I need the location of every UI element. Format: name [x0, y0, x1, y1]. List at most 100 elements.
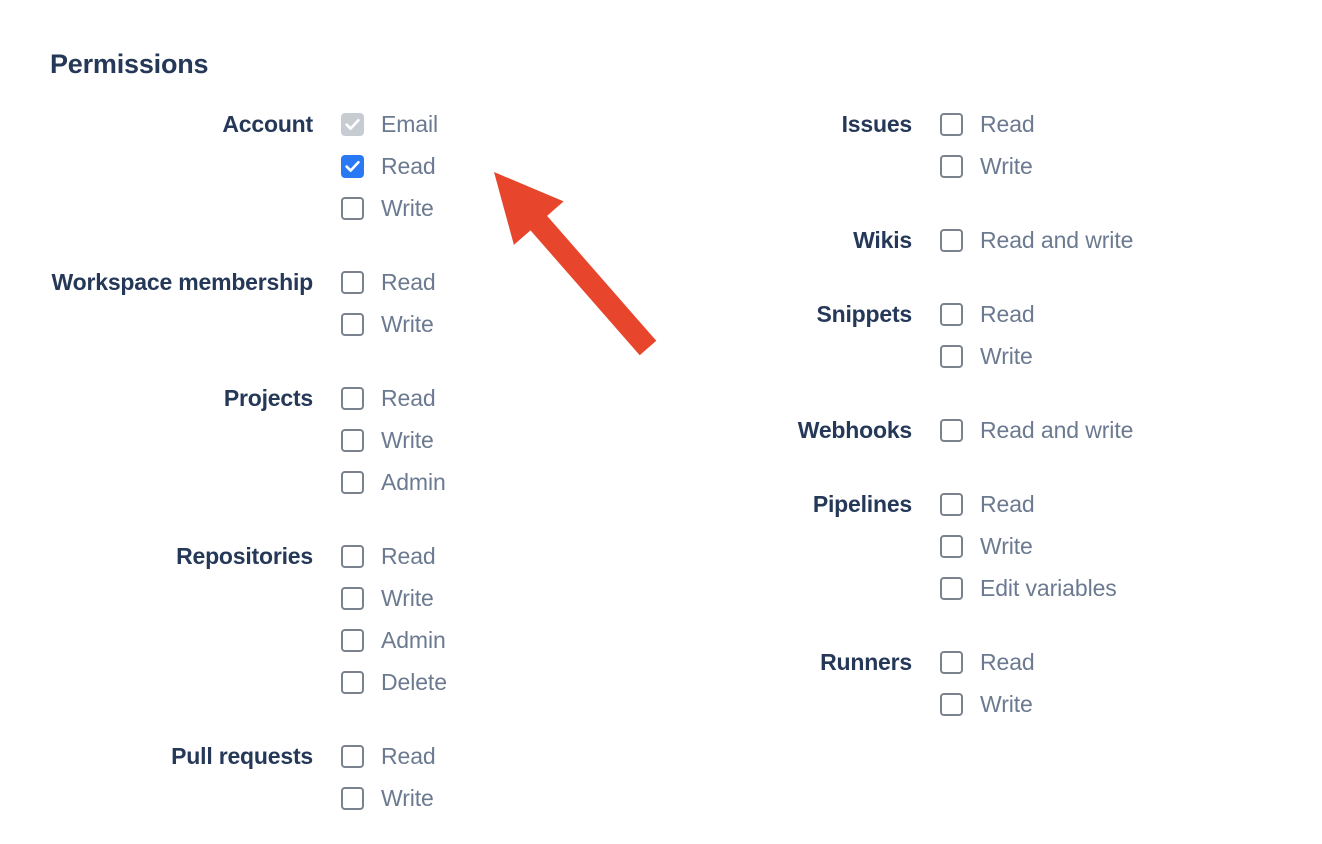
option-label-issues-write: Write — [980, 153, 1033, 179]
checkbox-repositories-admin[interactable] — [341, 628, 364, 652]
checkbox-pipelines-edit-variables[interactable] — [940, 576, 963, 600]
checkbox-projects-admin[interactable] — [341, 470, 364, 494]
option-row-workspace-membership-read[interactable]: Read — [341, 261, 620, 303]
option-row-snippets-read[interactable]: Read — [940, 293, 1300, 335]
option-row-repositories-admin[interactable]: Admin — [341, 619, 620, 661]
options-webhooks: Read and write — [940, 409, 1300, 451]
checkbox-pipelines-read[interactable] — [940, 492, 963, 516]
option-row-issues-read[interactable]: Read — [940, 103, 1300, 145]
group-label-repositories: Repositories — [176, 543, 313, 569]
option-row-pull-requests-write[interactable]: Write — [341, 777, 620, 819]
option-label-repositories-delete: Delete — [381, 669, 447, 695]
checkbox-pull-requests-read[interactable] — [341, 744, 364, 768]
checkbox-repositories-read[interactable] — [341, 544, 364, 568]
option-row-pipelines-read[interactable]: Read — [940, 483, 1300, 525]
option-row-runners-read[interactable]: Read — [940, 641, 1300, 683]
checkbox-pipelines-write[interactable] — [940, 534, 963, 558]
option-row-repositories-read[interactable]: Read — [341, 535, 620, 577]
group-label-snippets: Snippets — [816, 301, 912, 327]
option-label-pull-requests-read: Read — [381, 743, 436, 769]
option-label-runners-write: Write — [980, 691, 1033, 717]
checkbox-account-write[interactable] — [341, 196, 364, 220]
option-row-repositories-delete[interactable]: Delete — [341, 661, 620, 703]
checkbox-issues-write[interactable] — [940, 154, 963, 178]
option-row-workspace-membership-write[interactable]: Write — [341, 303, 620, 345]
option-label-projects-read: Read — [381, 385, 436, 411]
option-label-workspace-membership-write: Write — [381, 311, 434, 337]
option-row-pipelines-edit-variables[interactable]: Edit variables — [940, 567, 1300, 609]
option-row-account-read[interactable]: Read — [341, 145, 620, 187]
option-row-projects-admin[interactable]: Admin — [341, 461, 620, 503]
option-label-webhooks-read-and-write: Read and write — [980, 417, 1134, 443]
checkbox-account-read[interactable] — [341, 154, 364, 178]
option-label-repositories-write: Write — [381, 585, 434, 611]
option-row-snippets-write[interactable]: Write — [940, 335, 1300, 377]
page-title: Permissions — [50, 49, 209, 79]
option-row-webhooks-read-and-write[interactable]: Read and write — [940, 409, 1300, 451]
group-label-wikis: Wikis — [853, 227, 912, 253]
checkbox-runners-write[interactable] — [940, 692, 963, 716]
checkbox-workspace-membership-write[interactable] — [341, 312, 364, 336]
option-row-pipelines-write[interactable]: Write — [940, 525, 1300, 567]
checkbox-account-email — [341, 112, 364, 136]
option-label-issues-read: Read — [980, 111, 1035, 137]
checkbox-projects-read[interactable] — [341, 386, 364, 410]
group-label-pipelines: Pipelines — [812, 491, 912, 517]
checkbox-issues-read[interactable] — [940, 112, 963, 136]
group-label-pull-requests: Pull requests — [171, 743, 313, 769]
options-wikis: Read and write — [940, 219, 1300, 261]
option-row-account-email[interactable]: Email — [341, 103, 620, 145]
option-row-wikis-read-and-write[interactable]: Read and write — [940, 219, 1300, 261]
option-row-projects-read[interactable]: Read — [341, 377, 620, 419]
checkbox-snippets-read[interactable] — [940, 302, 963, 326]
option-row-runners-write[interactable]: Write — [940, 683, 1300, 725]
option-row-issues-write[interactable]: Write — [940, 145, 1300, 187]
option-label-runners-read: Read — [980, 649, 1035, 675]
checkbox-webhooks-read-and-write[interactable] — [940, 418, 963, 442]
checkbox-snippets-write[interactable] — [940, 344, 963, 368]
option-label-account-write: Write — [381, 195, 434, 221]
permission-group-wikis: Wikis Read and write — [600, 219, 1300, 261]
group-label-issues: Issues — [841, 111, 913, 137]
option-row-account-write[interactable]: Write — [341, 187, 620, 229]
checkbox-projects-write[interactable] — [341, 428, 364, 452]
option-label-snippets-read: Read — [980, 301, 1035, 327]
group-label-webhooks: Webhooks — [797, 417, 912, 443]
checkbox-wikis-read-and-write[interactable] — [940, 228, 963, 252]
option-label-workspace-membership-read: Read — [381, 269, 436, 295]
group-label-workspace-membership: Workspace membership — [51, 269, 314, 295]
permission-group-webhooks: Webhooks Read and write — [600, 409, 1300, 451]
checkbox-repositories-write[interactable] — [341, 586, 364, 610]
checkbox-workspace-membership-read[interactable] — [341, 270, 364, 294]
option-row-repositories-write[interactable]: Write — [341, 577, 620, 619]
option-row-projects-write[interactable]: Write — [341, 419, 620, 461]
checkbox-repositories-delete[interactable] — [341, 670, 364, 694]
option-row-pull-requests-read[interactable]: Read — [341, 735, 620, 777]
option-label-snippets-write: Write — [980, 343, 1033, 369]
option-label-pipelines-edit-variables: Edit variables — [980, 575, 1117, 601]
option-label-account-read: Read — [381, 153, 436, 179]
checkbox-pull-requests-write[interactable] — [341, 786, 364, 810]
checkbox-runners-read[interactable] — [940, 650, 963, 674]
option-label-wikis-read-and-write: Read and write — [980, 227, 1134, 253]
option-label-pipelines-read: Read — [980, 491, 1035, 517]
group-label-account: Account — [222, 111, 313, 137]
